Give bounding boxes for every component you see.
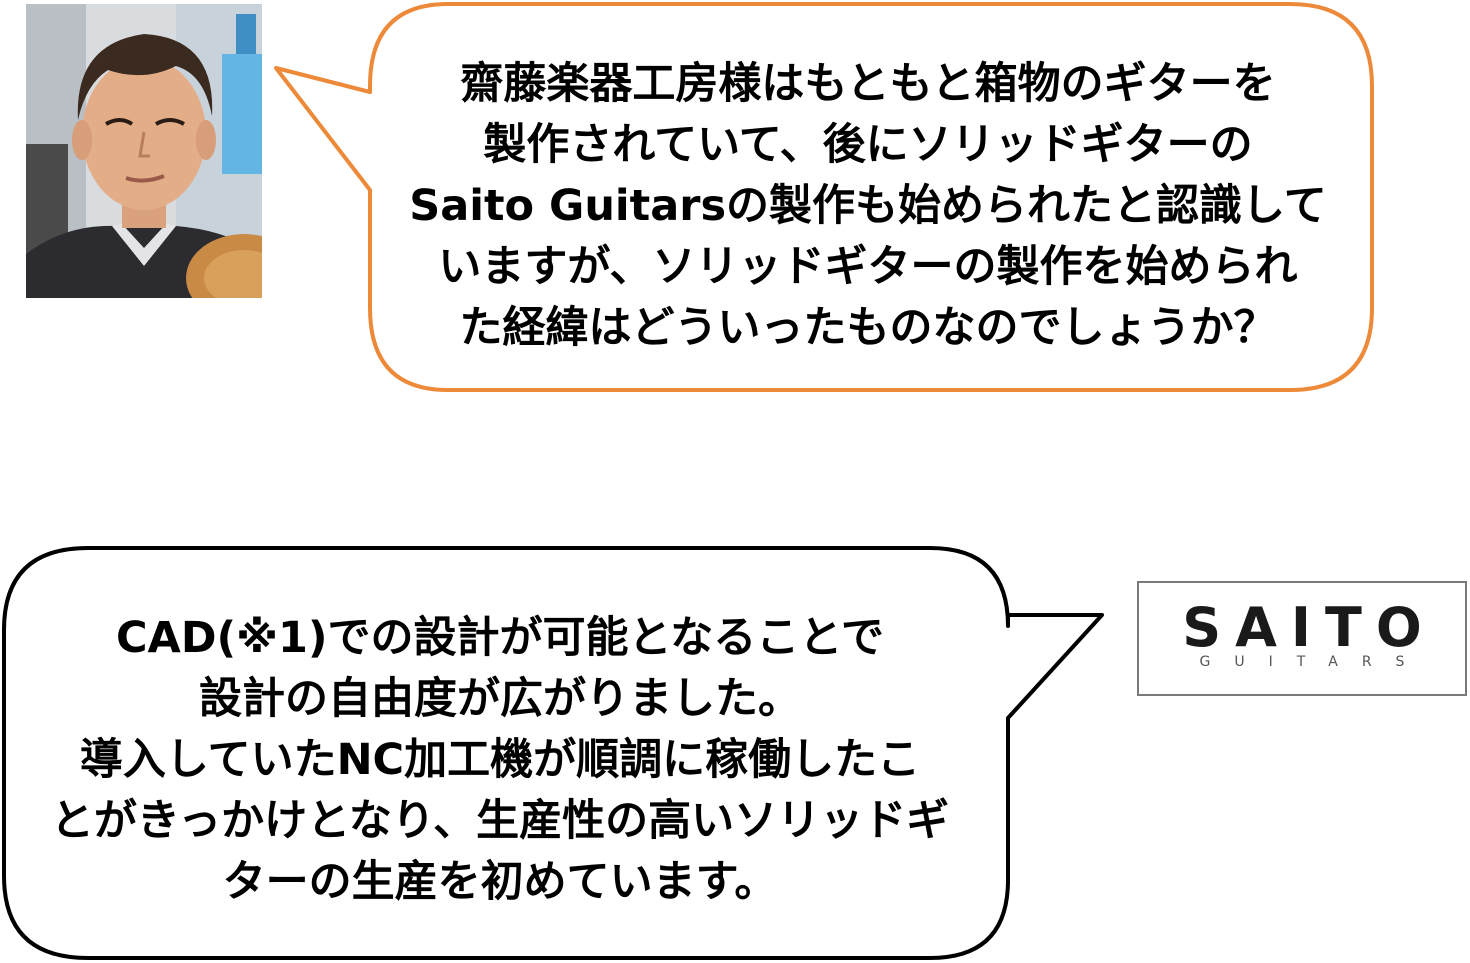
answer-line: CAD(※1)での設計が可能となることで	[116, 613, 884, 663]
logo-wordmark: SAITO	[1182, 596, 1436, 659]
answer-line: とがきっかけとなり、生産性の高いソリッドギ	[50, 796, 950, 846]
avatar	[26, 4, 262, 298]
answer-line: 設計の自由度が広がりました。	[199, 674, 801, 724]
question-bubble	[274, 2, 1374, 392]
answer-bubble	[2, 546, 1104, 960]
question-text: 齋藤楽器工房様はもともと箱物のギターを 製作されていて、後にソリッドギターの S…	[388, 54, 1348, 359]
answer-line: ターの生産を初めています。	[222, 857, 778, 907]
question-line: た経緯はどういったものなのでしょうか？	[459, 303, 1277, 353]
question-line: 製作されていて、後にソリッドギターの	[483, 120, 1253, 170]
avatar-photo	[26, 4, 262, 298]
saito-guitars-logo: SAITO GUITARS	[1137, 581, 1467, 696]
question-line: Saito Guitarsの製作も始められたと認識して	[409, 181, 1327, 231]
answer-text: CAD(※1)での設計が可能となることで 設計の自由度が広がりました。 導入して…	[20, 608, 980, 913]
question-line: 齋藤楽器工房様はもともと箱物のギターを	[460, 59, 1276, 109]
question-line: いますが、ソリッドギターの製作を始められ	[438, 242, 1298, 292]
answer-line: 導入していたNC加工機が順調に稼働したこ	[79, 735, 921, 785]
logo-subtitle: GUITARS	[1199, 654, 1429, 670]
